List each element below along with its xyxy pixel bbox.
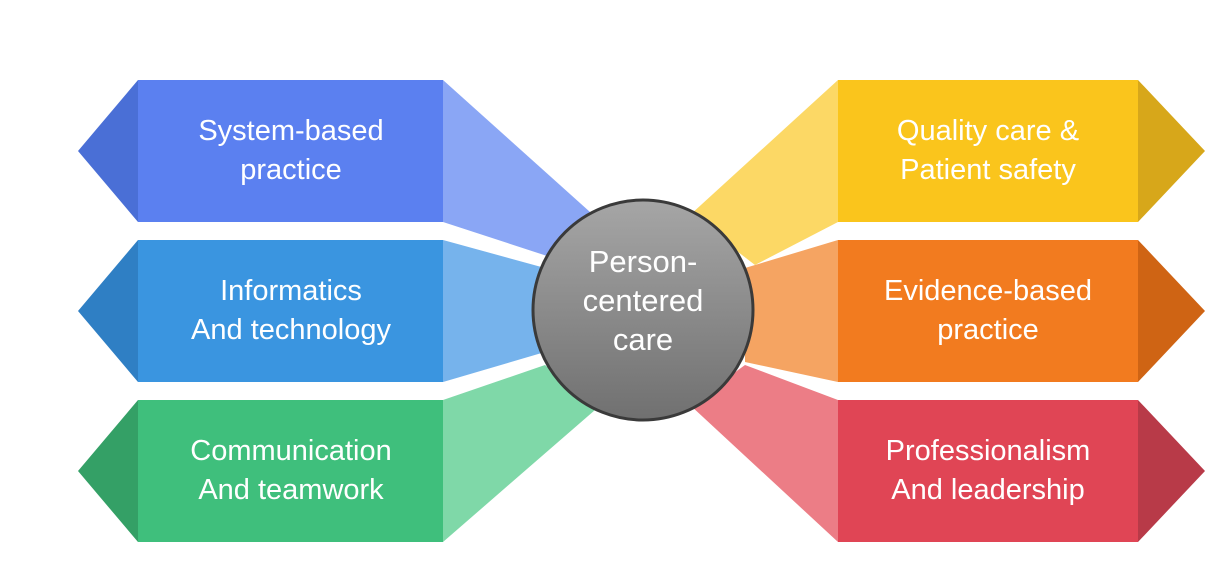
label-professionalism: Professionalism And leadership xyxy=(838,432,1138,510)
label-quality-care: Quality care & Patient safety xyxy=(838,112,1138,190)
label-line: System-based xyxy=(198,115,384,147)
label-line: Professionalism xyxy=(885,435,1091,467)
left-item-system-based-practice xyxy=(78,80,590,270)
label-line: And teamwork xyxy=(198,474,384,506)
left-item-informatics xyxy=(78,240,545,382)
label-communication: Communication And teamwork xyxy=(141,432,441,510)
label-line: Patient safety xyxy=(900,154,1076,186)
arrow-tip xyxy=(1138,240,1205,382)
arrow-tip xyxy=(1138,400,1205,542)
label-line: And leadership xyxy=(891,474,1085,506)
box-body xyxy=(138,400,443,542)
box-body xyxy=(138,240,443,382)
right-item-professionalism xyxy=(690,365,1205,542)
box-body xyxy=(838,80,1138,222)
box-body xyxy=(838,400,1138,542)
center-circle xyxy=(531,198,755,422)
center-label-line: care xyxy=(612,322,674,357)
label-line: Informatics xyxy=(220,275,362,307)
label-line: Communication xyxy=(190,435,392,467)
center-label-line: Person- xyxy=(588,244,698,279)
label-system-based-practice: System-based practice xyxy=(141,112,441,190)
label-evidence-based: Evidence-based practice xyxy=(838,272,1138,350)
label-informatics: Informatics And technology xyxy=(141,272,441,350)
connector-ribbon xyxy=(443,80,590,270)
connector-ribbon xyxy=(690,365,838,542)
label-line: practice xyxy=(240,154,342,186)
connector-ribbon xyxy=(690,80,838,265)
right-item-evidence-based xyxy=(745,240,1205,382)
connector-ribbon xyxy=(745,240,838,382)
label-line: practice xyxy=(937,314,1039,346)
box-body xyxy=(138,80,443,222)
label-line: And technology xyxy=(191,314,391,346)
center-label-line: centered xyxy=(582,283,704,318)
connector-ribbon xyxy=(443,240,545,382)
arrow-tip xyxy=(78,80,138,222)
arrow-tip xyxy=(1138,80,1205,222)
center-label: Person- centered care xyxy=(543,242,743,359)
label-line: Quality care & xyxy=(896,115,1080,147)
label-line: Evidence-based xyxy=(884,275,1092,307)
box-body xyxy=(838,240,1138,382)
left-item-communication xyxy=(78,365,595,542)
right-item-quality-care xyxy=(690,80,1205,265)
arrow-tip xyxy=(78,240,138,382)
connector-ribbon xyxy=(443,365,595,542)
arrow-tip xyxy=(78,400,138,542)
